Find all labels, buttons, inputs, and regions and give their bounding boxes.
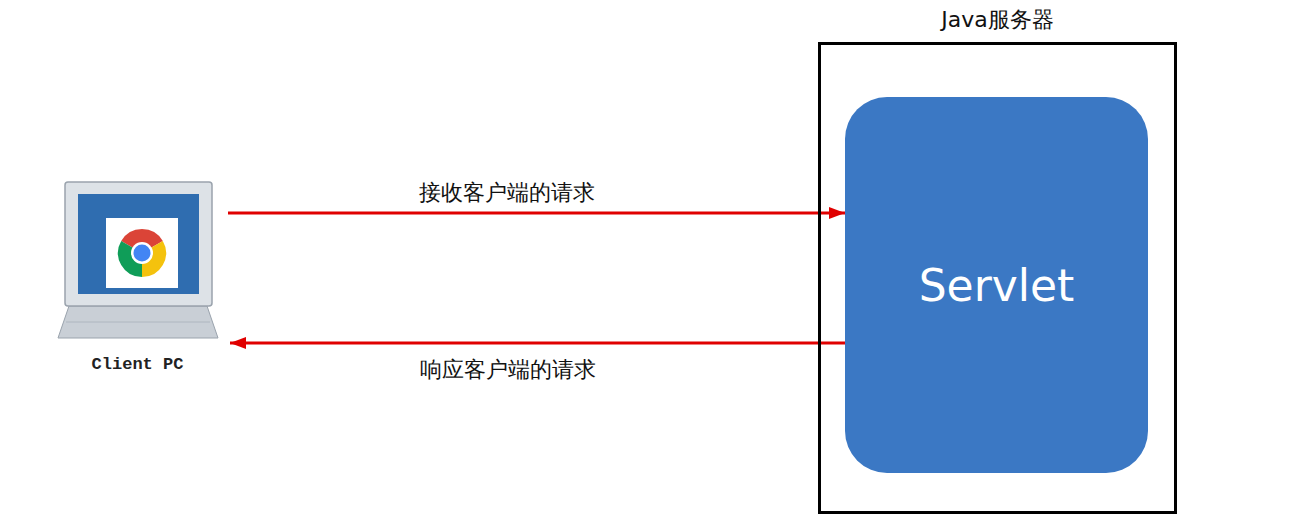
browser-logo — [118, 229, 166, 277]
logo-ring — [131, 242, 153, 264]
node-label: Servlet — [919, 260, 1075, 311]
browser-window — [106, 218, 178, 288]
logo-center — [134, 245, 151, 262]
keyboard-line — [66, 322, 210, 323]
servlet-box: Servlet — [845, 97, 1148, 473]
container-title: Java服务器 — [821, 5, 1174, 35]
monitor-frame — [65, 182, 212, 306]
request-arrow — [228, 212, 845, 215]
server-container: Java服务器Servlet — [818, 42, 1177, 514]
arrow-label: 响应客户端的请求 — [420, 355, 596, 385]
client-pc: Client PC — [55, 180, 220, 380]
request-arrow — [230, 342, 845, 345]
node-label: Client PC — [55, 355, 220, 374]
computer-icon — [58, 182, 218, 338]
arrow-label: 接收客户端的请求 — [419, 178, 595, 208]
monitor-screen — [78, 194, 199, 294]
keyboard-base — [58, 306, 218, 338]
